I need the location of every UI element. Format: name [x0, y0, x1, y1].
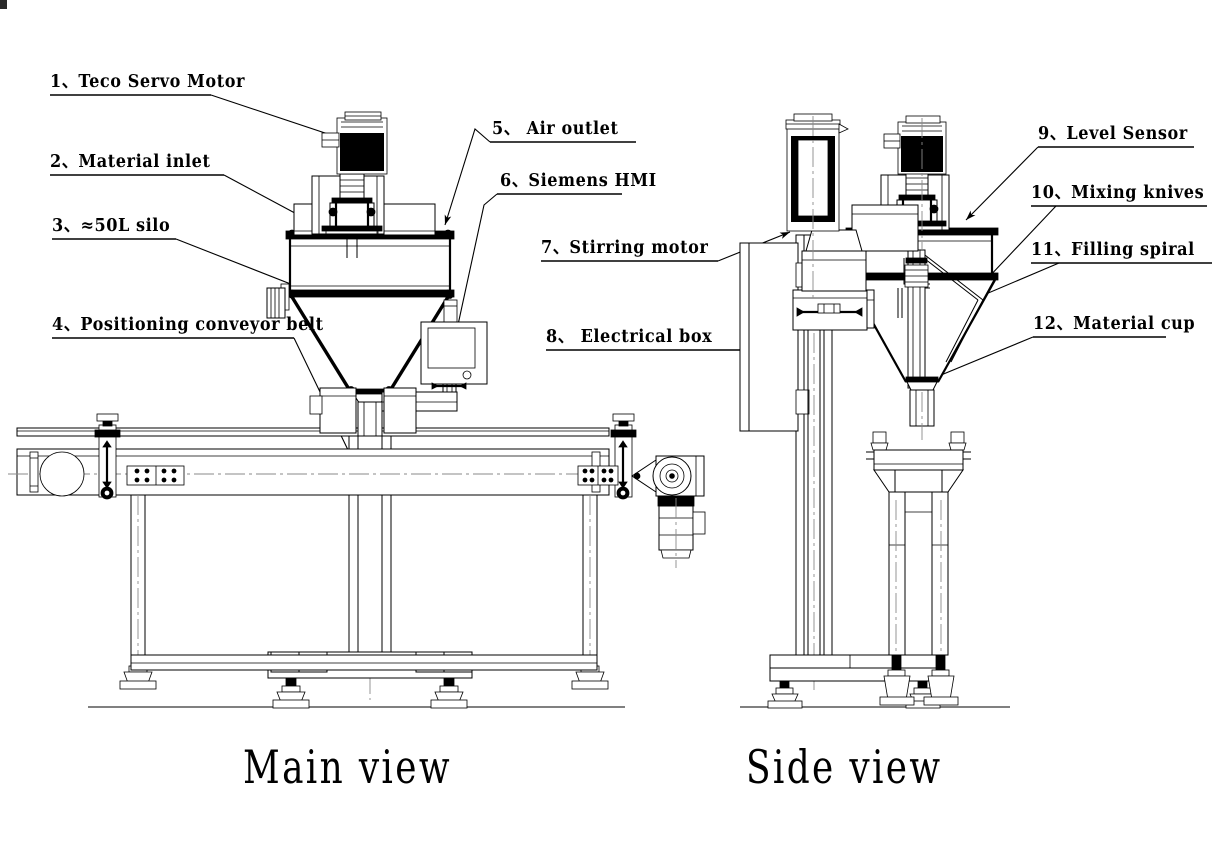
air-outlet-port	[382, 203, 436, 236]
main-column-upper-bracket	[309, 387, 417, 434]
side-servo-motor-tower	[880, 115, 950, 250]
side-filling-spiral	[904, 249, 929, 389]
side-silo-assembly	[845, 227, 999, 440]
main-positioning-conveyor	[8, 413, 706, 690]
callout-label-10: 10、Mixing knives	[1031, 183, 1205, 203]
side-stirring-motor	[785, 113, 919, 655]
conveyor-tensioner-right	[610, 413, 637, 500]
main-level-sensor	[266, 283, 290, 319]
main-servo-motor-tower	[311, 111, 388, 258]
callout-label-12: 12、Material cup	[1033, 314, 1196, 334]
main-discharge-outlet	[347, 386, 393, 437]
callout-label-11: 11、Filling spiral	[1031, 240, 1195, 260]
callout-label-8: 8、 Electrical box	[546, 327, 713, 347]
callout-label-6: 6、Siemens HMI	[500, 171, 657, 191]
conveyor-tensioner-left	[94, 413, 121, 500]
side-conveyor-section	[866, 431, 971, 706]
conveyor-bracket-left	[126, 465, 185, 486]
side-view-assembly	[739, 113, 1010, 709]
callout-label-2: 2、Material inlet	[50, 152, 211, 172]
callout-label-3: 3、≈50L silo	[52, 216, 171, 236]
callout-label-9: 9、Level Sensor	[1038, 124, 1188, 144]
side-discharge-and-cup	[905, 376, 939, 440]
view-title-side: Side view	[746, 740, 943, 794]
callout-label-1: 1、Teco Servo Motor	[50, 72, 246, 92]
conveyor-drive-motor	[631, 455, 706, 568]
conveyor-bracket-right	[577, 465, 619, 486]
sheet-corner-mark	[0, 0, 7, 9]
callout-label-7: 7、Stirring motor	[541, 238, 709, 258]
view-title-main: Main view	[243, 740, 452, 794]
main-view-assembly	[8, 111, 706, 709]
side-electrical-box	[739, 242, 810, 432]
callout-label-4: 4、Positioning conveyor belt	[52, 315, 324, 335]
callout-label-5: 5、 Air outlet	[492, 119, 619, 139]
